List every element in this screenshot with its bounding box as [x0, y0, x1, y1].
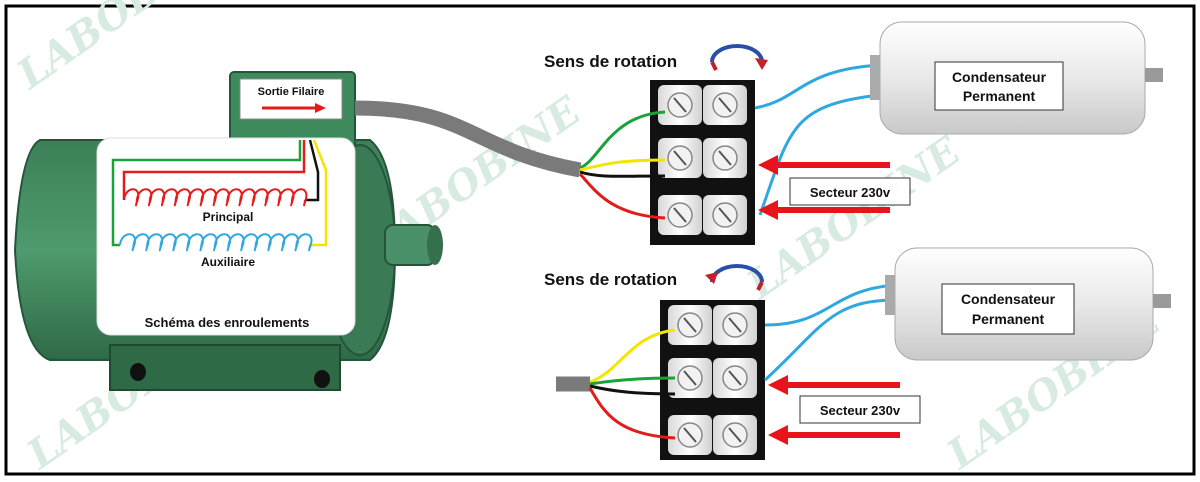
bottom-screw-slot-2-1 — [683, 370, 697, 386]
bottom-screw-slot-3-1 — [683, 427, 697, 443]
bottom-mains-arrow-1-head — [768, 375, 788, 395]
top-mains-label: Secteur 230v — [810, 185, 891, 200]
bottom-mains-label-box — [799, 395, 921, 424]
bottom-cap-label-box — [941, 283, 1075, 335]
output-label-box — [239, 78, 343, 120]
top-screw-slot-3-1 — [673, 207, 687, 223]
top-rotation-title: Sens de rotation — [544, 52, 677, 71]
motor-shaft-end — [427, 225, 443, 265]
bottom-wire-blue-1 — [764, 283, 896, 327]
top-wire-blue-2 — [758, 93, 881, 216]
bottom-assembly: Sens de rotation Secteur 230v Condensate… — [544, 247, 1171, 460]
bottom-cap-terminals — [885, 275, 897, 315]
top-terminal-screws — [658, 85, 747, 235]
bottom-wire-red — [588, 387, 676, 440]
top-rotation-arrow-arc — [710, 44, 764, 63]
bottom-mains-arrow-2-head — [768, 425, 788, 445]
top-mains-arrow-2-head — [758, 200, 778, 220]
foot-hole-left — [130, 363, 146, 381]
winding-main-label: Principal — [203, 210, 254, 224]
winding-main-coil — [123, 188, 308, 207]
top-screw-slot-2-2 — [718, 150, 732, 166]
motor-cable — [354, 100, 582, 178]
top-screw-slot-1-2 — [718, 97, 732, 113]
top-rotation-arrow-tail — [710, 61, 718, 71]
top-wire-green — [579, 110, 666, 170]
bottom-rotation-arrow-head — [705, 272, 718, 284]
schema-wire-red — [122, 140, 306, 200]
schema-title: Schéma des enroulements — [145, 315, 310, 330]
bottom-wire-yellow — [589, 328, 676, 384]
top-screw-slot-1-1 — [673, 97, 687, 113]
top-screw-slot-2-1 — [673, 150, 687, 166]
bottom-cap-label-line1: Condensateur — [961, 291, 1056, 307]
top-mains-arrow-1-head — [758, 155, 778, 175]
motor-foot — [109, 344, 341, 391]
winding-aux-coil — [119, 233, 313, 252]
top-mains-label-box — [789, 177, 911, 206]
schema-panel — [96, 137, 356, 336]
bottom-rotation-title: Sens de rotation — [544, 270, 677, 289]
top-cap-label-box — [934, 61, 1064, 111]
top-cap-terminals — [870, 55, 882, 100]
top-wire-red — [578, 172, 666, 220]
schema-wire-black — [305, 139, 320, 202]
schema-wire-green — [111, 140, 302, 247]
bottom-mains-label: Secteur 230v — [820, 403, 901, 418]
motor: Sortie Filaire Principal Auxiliaire Sché… — [13, 71, 443, 391]
bottom-screw-slot-1-2 — [728, 317, 742, 333]
schema-wire-yellow — [310, 139, 328, 247]
winding-main-coil-path — [123, 188, 308, 207]
winding-aux-label: Auxiliaire — [201, 255, 255, 269]
top-screw-slot-3-2 — [718, 207, 732, 223]
bottom-rotation-arrow-tail — [756, 281, 764, 291]
bottom-wire-blue-2 — [763, 298, 896, 382]
output-arrow-head — [315, 103, 326, 113]
top-cap-stud — [1145, 68, 1163, 82]
bottom-screw-slot-1-1 — [683, 317, 697, 333]
bottom-screw-slot-2-2 — [728, 370, 742, 386]
top-rotation-arrow-head — [755, 58, 768, 70]
top-wire-black — [579, 170, 666, 178]
bottom-wire-black — [589, 384, 676, 396]
top-wire-yellow — [579, 158, 666, 172]
foot-hole-right — [314, 370, 330, 388]
top-cap-label-line1: Condensateur — [952, 69, 1047, 85]
winding-aux-coil-path — [119, 233, 313, 252]
bottom-cap-stud — [1153, 294, 1171, 308]
top-wire-blue-1 — [754, 63, 881, 110]
bottom-wire-green — [589, 376, 676, 386]
output-label: Sortie Filaire — [258, 86, 325, 98]
bottom-terminal-screws — [668, 305, 757, 455]
top-cap-label-line2: Permanent — [963, 88, 1036, 104]
bottom-cap-label-line2: Permanent — [972, 311, 1045, 327]
bottom-screw-slot-3-2 — [728, 427, 742, 443]
top-assembly: Sens de rotation Secteur 230v Condensate… — [544, 21, 1163, 245]
